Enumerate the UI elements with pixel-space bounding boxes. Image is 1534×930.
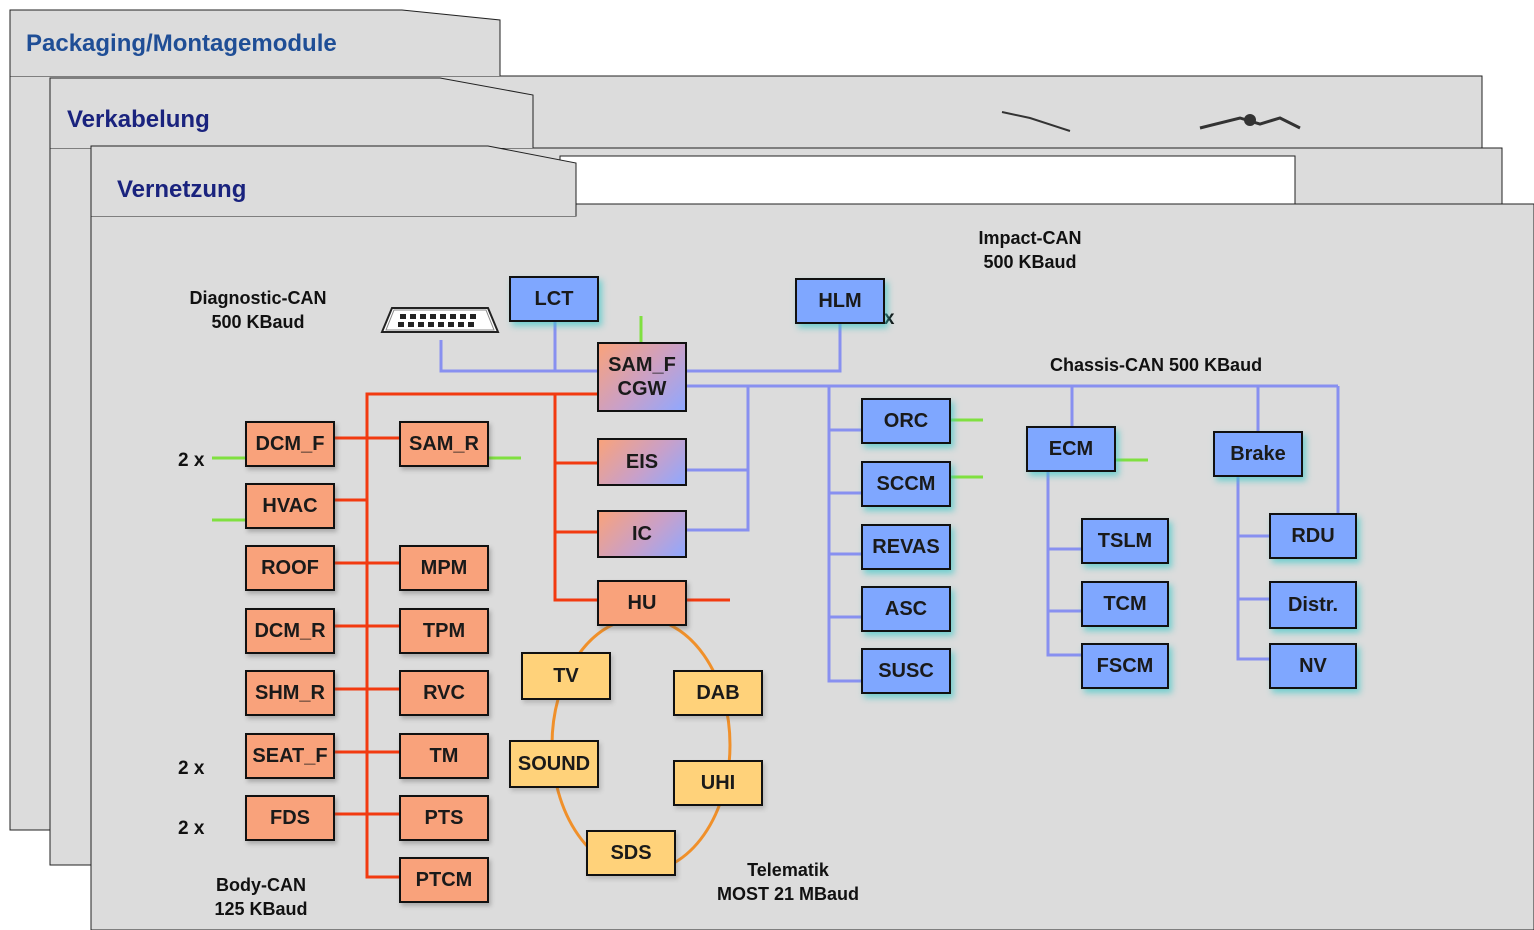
diagnostic-can-label: Diagnostic-CAN 500 KBaud [168,286,348,334]
node-dcm-r[interactable]: DCM_R [245,608,335,654]
chassis-can-label: Chassis-CAN 500 KBaud [1050,355,1263,375]
seat-f-multiplier: 2 x [178,758,205,779]
impact-can-label: Impact-CAN 500 KBaud [950,226,1110,274]
dcm-f-multiplier: 2 x [178,450,205,471]
diagnostic-can-rate: 500 KBaud [211,312,305,332]
node-brake[interactable]: Brake [1213,431,1303,477]
impact-can-name: Impact-CAN [978,228,1082,248]
node-fds[interactable]: FDS [245,795,335,841]
body-can-rate: 125 KBaud [214,899,308,919]
node-susc[interactable]: SUSC [861,648,951,694]
node-sds[interactable]: SDS [586,830,676,876]
node-tv[interactable]: TV [521,652,611,700]
node-ic[interactable]: IC [597,510,687,558]
verkabelung-tab [49,77,534,148]
impact-can-rate: 500 KBaud [983,252,1077,272]
telematik-rate: MOST 21 MBaud [716,884,859,904]
body-can-lines [333,392,730,879]
node-sam-f-cgw[interactable]: SAM_F CGW [597,342,687,412]
node-shm-r[interactable]: SHM_R [245,670,335,716]
obd-connector-icon [380,307,500,333]
node-ecm[interactable]: ECM [1026,426,1116,472]
node-dab[interactable]: DAB [673,670,763,716]
node-tcm[interactable]: TCM [1081,581,1169,627]
node-mpm[interactable]: MPM [399,545,489,591]
body-can-name: Body-CAN [216,875,306,895]
node-nv[interactable]: NV [1269,643,1357,689]
node-tm[interactable]: TM [399,733,489,779]
node-hu[interactable]: HU [597,580,687,626]
node-rvc[interactable]: RVC [399,670,489,716]
fds-multiplier: 2 x [178,818,205,839]
packaging-title[interactable]: Packaging/Montagemodule [26,30,337,57]
node-distr[interactable]: Distr. [1269,581,1357,629]
node-hlm[interactable]: HLM [795,278,885,324]
vernetzung-title[interactable]: Vernetzung [117,176,247,203]
wiring-sketch-dot [1244,114,1256,126]
node-sam-r[interactable]: SAM_R [399,421,489,467]
node-cgw-label: CGW [617,378,667,400]
node-sam-f-label: SAM_F [608,354,676,376]
node-dcm-f[interactable]: DCM_F [245,421,335,467]
node-revas[interactable]: REVAS [861,524,951,570]
node-orc[interactable]: ORC [861,398,951,444]
verkabelung-title[interactable]: Verkabelung [67,106,210,133]
node-sccm[interactable]: SCCM [861,461,951,507]
node-uhi[interactable]: UHI [673,760,763,806]
node-seat-f[interactable]: SEAT_F [245,733,335,779]
packaging-tab [9,9,501,76]
telematik-label: Telematik MOST 21 MBaud [688,858,888,906]
wiring-sketch-line [1001,111,1071,132]
node-sound[interactable]: SOUND [509,740,599,788]
telematik-name: Telematik [747,860,829,880]
body-can-label: Body-CAN 125 KBaud [186,873,336,921]
node-tslm[interactable]: TSLM [1081,518,1169,564]
node-asc[interactable]: ASC [861,586,951,632]
wake-stubs [212,316,1148,522]
diagnostic-can-name: Diagnostic-CAN [189,288,327,308]
node-roof[interactable]: ROOF [245,545,335,591]
node-eis[interactable]: EIS [597,438,687,486]
node-fscm[interactable]: FSCM [1081,643,1169,689]
node-hvac[interactable]: HVAC [245,483,335,529]
node-lct[interactable]: LCT [509,276,599,322]
vernetzung-tab [90,145,577,216]
wiring-sketch-mark [1199,116,1301,130]
node-rdu[interactable]: RDU [1269,513,1357,559]
node-pts[interactable]: PTS [399,795,489,841]
node-ptcm[interactable]: PTCM [399,857,489,903]
node-tpm[interactable]: TPM [399,608,489,654]
